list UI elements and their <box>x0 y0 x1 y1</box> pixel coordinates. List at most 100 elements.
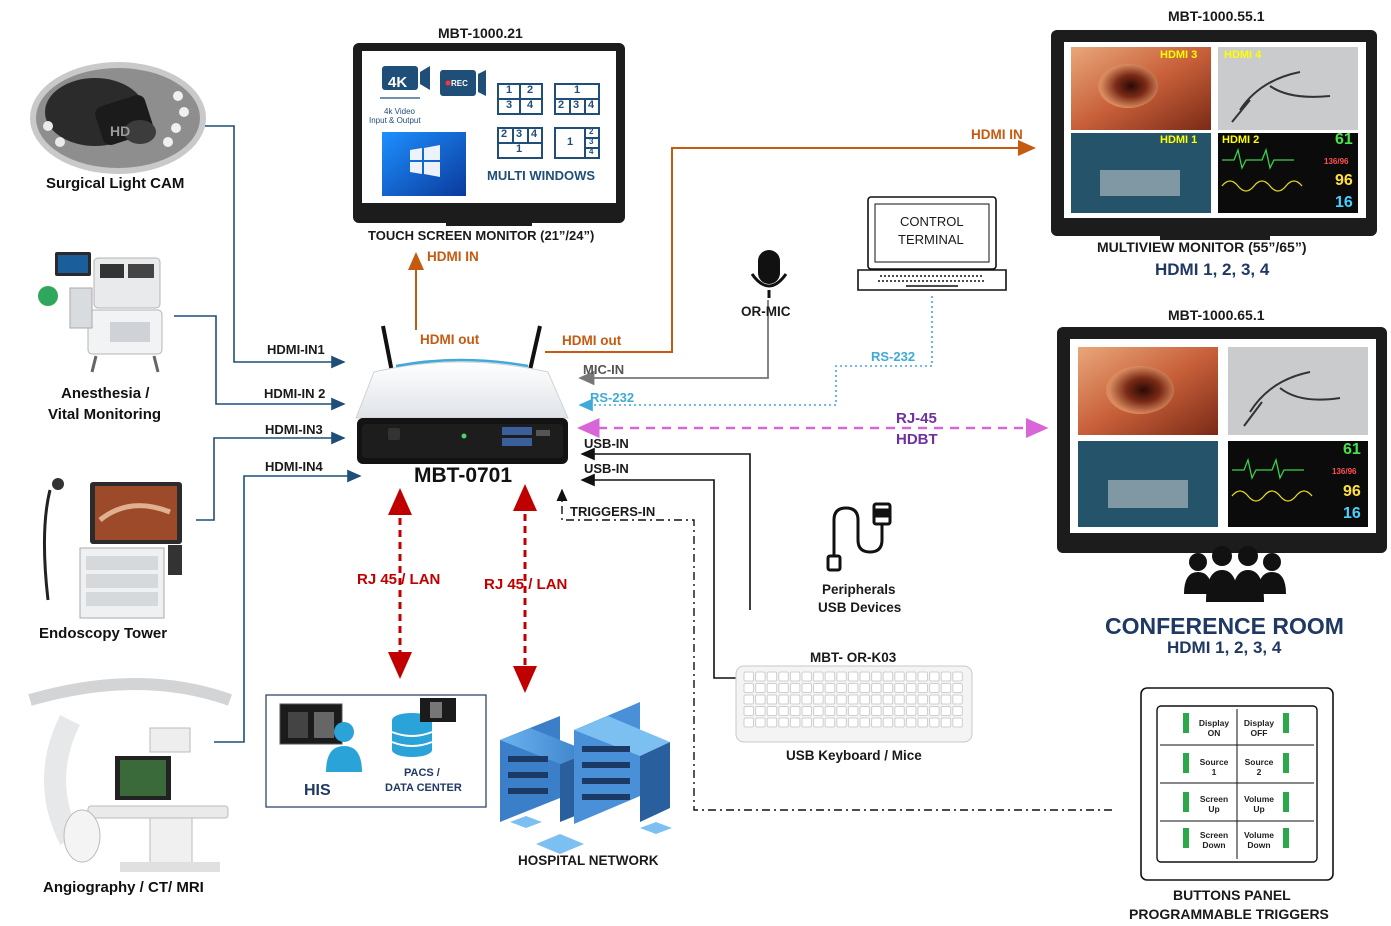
peripherals-label-line2: USB Devices <box>818 600 902 615</box>
svg-text:HD: HD <box>110 123 130 139</box>
keyboard-key <box>929 717 940 728</box>
surgical-light-cam-image: HD <box>30 62 206 174</box>
keyboard-key <box>766 706 778 716</box>
keyboard-key <box>952 706 963 716</box>
keyboard-key <box>755 683 766 693</box>
keyboard-key <box>766 694 778 705</box>
keyboard-key <box>824 683 836 693</box>
panel-button-line2: ON <box>1207 728 1221 738</box>
keyboard-key <box>789 706 801 716</box>
keyboard-key <box>882 706 894 716</box>
anesthesia-label-line2: Vital Monitoring <box>48 406 162 423</box>
keyboard-key <box>929 683 940 693</box>
multiview-hdmi-in-label: HDMI IN <box>971 127 1023 142</box>
mv-tile-hdmi2: HDMI 2 <box>1222 134 1260 146</box>
keyboard-key <box>859 717 870 728</box>
mic-in-line <box>578 300 769 386</box>
hospital-network-servers <box>500 702 672 854</box>
panel-button-line1: Source <box>1244 757 1274 767</box>
usb-in2-line <box>580 473 738 679</box>
layout-digit: 3 <box>506 99 513 111</box>
multiview-monitor <box>1051 30 1377 240</box>
rs232-line <box>578 296 933 412</box>
mv-vital-spo2: 96 <box>1335 172 1353 189</box>
touch-hdmi-in-label: HDMI IN <box>427 249 479 264</box>
keyboard-key <box>859 671 870 682</box>
video-text-line2: Input & Output <box>369 116 421 125</box>
mv-vital-resp: 16 <box>1335 194 1353 211</box>
badge-rec: REC <box>451 79 468 88</box>
keyboard-key <box>801 694 812 705</box>
layout-digit: 3 <box>573 99 580 111</box>
layout-digit: 4 <box>589 147 594 156</box>
keyboard-key <box>801 671 812 682</box>
mv-vital-hr: 61 <box>1335 131 1353 148</box>
keyboard-key <box>789 694 801 705</box>
keyboard-image <box>735 665 973 743</box>
hdmi-in2-line <box>174 315 346 411</box>
multiview-model: MBT-1000.55.1 <box>1168 8 1265 24</box>
layout-digit: 2 <box>589 127 594 136</box>
keyboard-key <box>917 706 928 716</box>
keyboard-key <box>905 717 917 728</box>
layout-digit: 4 <box>588 99 595 111</box>
hdmi-in3-label: HDMI-IN3 <box>265 422 323 437</box>
keyboard-key <box>778 694 789 705</box>
keyboard-key <box>813 706 824 716</box>
keyboard-key <box>824 706 836 716</box>
keyboard-key <box>847 706 859 716</box>
keyboard-key <box>766 683 778 693</box>
keyboard-key <box>801 683 812 693</box>
keyboard-key <box>871 671 882 682</box>
panel-button-line2: Up <box>1208 804 1220 814</box>
people-group-icon <box>1184 546 1286 602</box>
lan-right-label: RJ 45 / LAN <box>484 576 568 593</box>
hub-hdmi-out-right-label: HDMI out <box>562 333 622 348</box>
keyboard-key <box>755 717 766 728</box>
keyboard-key <box>778 683 789 693</box>
layout-digit: 3 <box>589 137 594 146</box>
buttons-panel-line1: BUTTONS PANEL <box>1173 887 1291 903</box>
panel-button-line1: Display <box>1243 718 1275 728</box>
panel-button-line1: Volume <box>1243 830 1275 840</box>
keyboard-key <box>836 706 847 716</box>
pacs-label-line2: DATA CENTER <box>385 782 462 794</box>
keyboard-key <box>952 694 963 705</box>
angiography-label: Angiography / CT/ MRI <box>43 879 204 896</box>
or-mic-icon <box>750 250 788 298</box>
conf-vital-bp: 136/96 <box>1332 467 1357 476</box>
keyboard-key <box>940 706 952 716</box>
keyboard-key <box>766 671 778 682</box>
keyboard-key <box>743 671 754 682</box>
endoscopy-label: Endoscopy Tower <box>39 625 168 642</box>
conf-vital-hr: 61 <box>1343 441 1361 458</box>
keyboard-key <box>813 671 824 682</box>
hdmi-in2-label: HDMI-IN 2 <box>264 386 326 401</box>
keyboard-key <box>755 694 766 705</box>
layout-digit: 4 <box>527 99 534 111</box>
keyboard-key <box>917 717 928 728</box>
keyboard-key <box>836 683 847 693</box>
conference-monitor <box>1057 327 1387 553</box>
hdmi-in3-line <box>196 431 346 521</box>
keyboard-key <box>917 694 928 705</box>
usb-in2-label: USB-IN <box>584 461 629 476</box>
keyboard-key <box>766 717 778 728</box>
keyboard-key <box>859 706 870 716</box>
panel-button-line2: 1 <box>1211 767 1217 777</box>
keyboard-key <box>847 683 859 693</box>
hub-name: MBT-0701 <box>414 464 513 487</box>
conference-title: CONFERENCE ROOM <box>1105 613 1344 639</box>
keyboard-key <box>905 683 917 693</box>
panel-button-line2: Down <box>1202 840 1226 850</box>
layout-digit: 1 <box>506 84 513 96</box>
panel-button-line1: Display <box>1198 718 1230 728</box>
